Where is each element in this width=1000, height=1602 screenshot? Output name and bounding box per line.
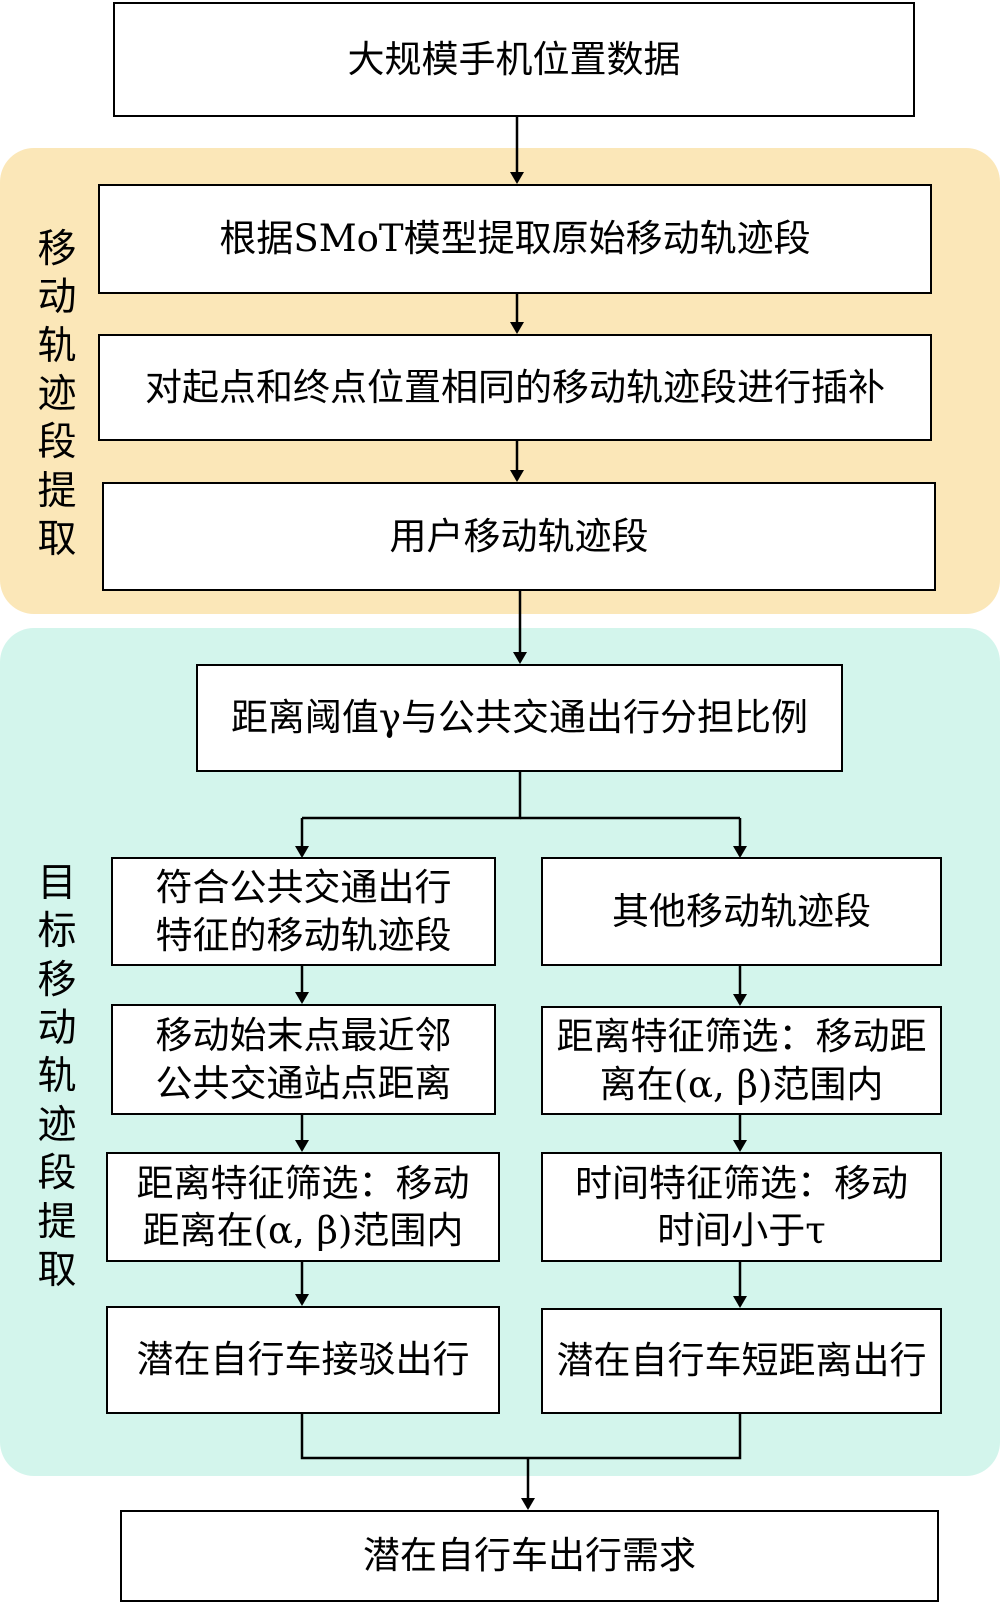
- node-time-filter-line2: 时间小于τ: [657, 1209, 826, 1252]
- node-left-distance-filter-line1: 距离特征筛选：移动: [136, 1161, 470, 1205]
- node-bike-trip-demand: 潜在自行车出行需求: [120, 1510, 939, 1602]
- node-other-trajectory: 其他移动轨迹段: [541, 857, 942, 966]
- node-distance-threshold: 距离阈值γ与公共交通出行分担比例: [196, 664, 843, 772]
- node-transit-feature-line1: 符合公共交通出行: [155, 866, 452, 910]
- node-mobile-location-data: 大规模手机位置数据: [113, 2, 915, 117]
- node-user-trajectory-text: 用户移动轨迹段: [389, 514, 649, 558]
- extraction-region-label: 移动轨迹段提取: [37, 227, 77, 563]
- node-other-trajectory-text: 其他移动轨迹段: [612, 889, 871, 933]
- node-time-filter: 时间特征筛选：移动 时间小于τ: [541, 1152, 942, 1262]
- node-bike-short-trip: 潜在自行车短距离出行: [541, 1308, 942, 1414]
- node-bike-connection-trip-text: 潜在自行车接驳出行: [136, 1338, 470, 1382]
- node-transit-feature-line2: 特征的移动轨迹段: [155, 913, 452, 957]
- node-smot-extraction-text: 根据SMoT模型提取原始移动轨迹段: [219, 217, 811, 261]
- node-nearest-station-distance: 移动始末点最近邻 公共交通站点距离: [111, 1004, 496, 1115]
- merge-line: [300, 1414, 742, 1460]
- target-region-label: 目标移动轨迹段提取: [37, 861, 77, 1293]
- node-nearest-station-line2: 公共交通站点距离: [155, 1061, 452, 1105]
- node-distance-threshold-text: 距离阈值γ与公共交通出行分担比例: [230, 696, 809, 740]
- node-nearest-station-line1: 移动始末点最近邻: [155, 1014, 452, 1058]
- node-transit-feature-trajectory: 符合公共交通出行 特征的移动轨迹段: [111, 857, 496, 966]
- node-left-distance-filter-line2: 距离在(α, β)范围内: [142, 1209, 464, 1252]
- node-right-distance-filter-line2: 离在(α, β)范围内: [599, 1062, 884, 1106]
- node-interpolation: 对起点和终点位置相同的移动轨迹段进行插补: [98, 334, 932, 441]
- split-line: [302, 772, 522, 820]
- node-user-trajectory: 用户移动轨迹段: [102, 482, 936, 591]
- node-right-distance-filter-line1: 距离特征筛选：移动距: [556, 1015, 927, 1059]
- node-mobile-location-data-text: 大规模手机位置数据: [347, 37, 681, 81]
- node-right-distance-filter: 距离特征筛选：移动距 离在(α, β)范围内: [541, 1006, 942, 1115]
- node-bike-short-trip-text: 潜在自行车短距离出行: [556, 1339, 927, 1383]
- node-smot-extraction: 根据SMoT模型提取原始移动轨迹段: [98, 184, 932, 294]
- node-bike-connection-trip: 潜在自行车接驳出行: [106, 1306, 500, 1414]
- node-bike-trip-demand-text: 潜在自行车出行需求: [363, 1534, 696, 1578]
- node-left-distance-filter: 距离特征筛选：移动 距离在(α, β)范围内: [106, 1152, 500, 1262]
- node-interpolation-text: 对起点和终点位置相同的移动轨迹段进行插补: [145, 365, 885, 409]
- node-time-filter-line1: 时间特征筛选：移动: [575, 1161, 908, 1205]
